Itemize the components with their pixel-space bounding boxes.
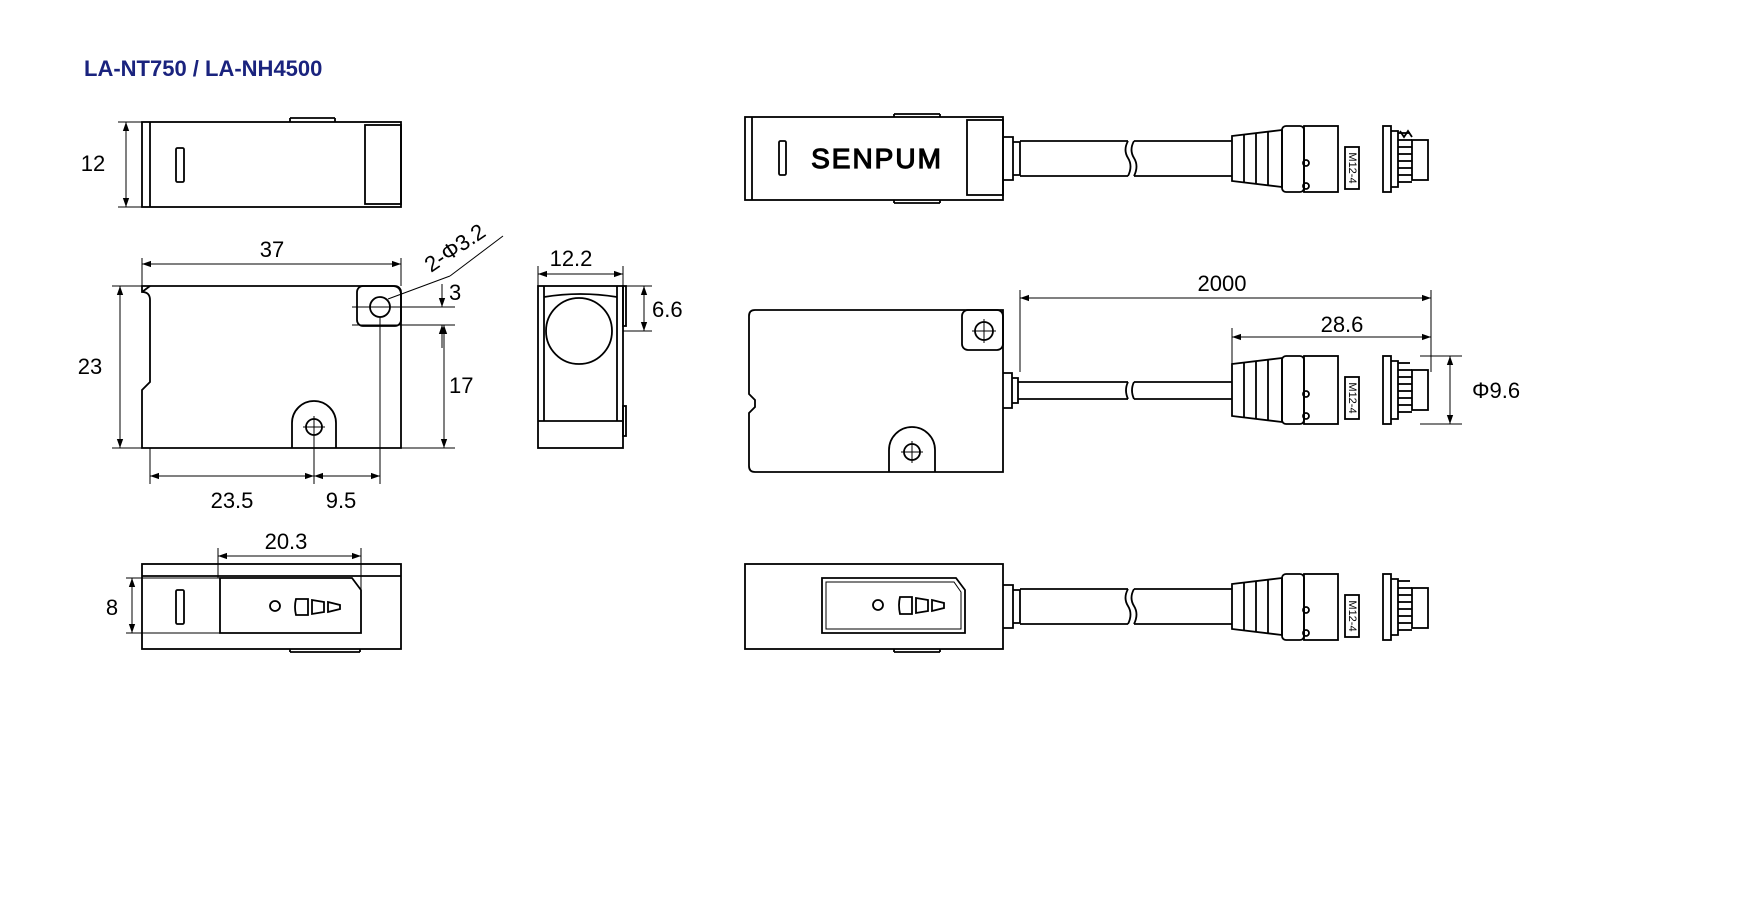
dim-window-20-3: 20.3 xyxy=(265,529,308,554)
brand-logo: SENPUM xyxy=(811,143,943,174)
indicator-led-icon xyxy=(175,589,185,625)
bottom-view: 20.3 8 xyxy=(106,529,402,653)
connector-marking: M12-4 xyxy=(1346,600,1358,631)
beam-direction-icon xyxy=(898,596,945,615)
connector-marking: M12-4 xyxy=(1346,152,1358,183)
dim-hole-height-17: 17 xyxy=(449,373,473,398)
dim-connector-diameter: Φ9.6 xyxy=(1472,378,1520,403)
beam-direction-icon xyxy=(294,598,341,616)
dim-hole-x-9-5: 9.5 xyxy=(326,488,357,513)
page-title: LA-NT750 / LA-NH4500 xyxy=(84,56,323,81)
dim-hole-offset-3: 3 xyxy=(449,280,461,305)
connector-marking: M12-4 xyxy=(1346,382,1358,413)
mounting-hole-icon xyxy=(961,309,1004,351)
dim-width-37: 37 xyxy=(260,237,284,262)
dim-lens-offset-6-6: 6.6 xyxy=(652,297,683,322)
front-view: 37 2-Φ3.2 3 17 23 xyxy=(78,219,504,513)
indicator-led-icon xyxy=(778,140,787,176)
top-view-with-cable: SENPUM M12-4 xyxy=(744,113,1429,204)
dim-hole-x-23-5: 23.5 xyxy=(211,488,254,513)
front-view-with-cable: M12-4 2000 28.6 Φ9.6 xyxy=(748,271,1520,473)
connector-thread xyxy=(1398,362,1412,413)
dim-hole-note: 2-Φ3.2 xyxy=(420,219,490,278)
connector-thread xyxy=(1398,129,1413,183)
side-view: 12.2 6.6 xyxy=(537,246,683,449)
connector-thread xyxy=(1398,580,1412,631)
lens-icon xyxy=(545,297,613,365)
top-view: 12 xyxy=(81,117,402,208)
mounting-hole-icon xyxy=(356,285,402,327)
bottom-view-with-cable: M12-4 xyxy=(744,563,1429,653)
dim-height-12: 12 xyxy=(81,151,105,176)
dim-thickness-8: 8 xyxy=(106,595,118,620)
indicator-led-icon xyxy=(175,147,185,183)
dim-depth-12-2: 12.2 xyxy=(550,246,593,271)
dim-connector-28-6: 28.6 xyxy=(1321,312,1364,337)
dim-cable-2000: 2000 xyxy=(1198,271,1247,296)
dim-height-23: 23 xyxy=(78,354,102,379)
